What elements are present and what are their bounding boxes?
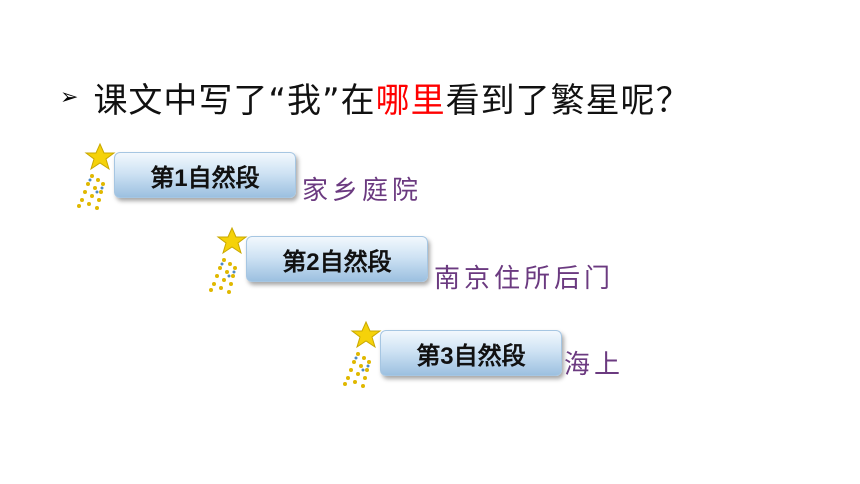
star-wand-icon <box>343 320 382 388</box>
paragraph-row-1: 第1自然段 家乡庭院 <box>76 142 436 210</box>
star-wand-icon <box>209 226 248 294</box>
paragraph-label-3: 第3自然段 <box>380 330 562 376</box>
paragraph-row-2: 第2自然段 南京住所后门 <box>208 226 648 294</box>
star-wand-icon <box>77 142 116 210</box>
arrow-bullet-icon: ➢ <box>60 84 80 110</box>
paragraph-label-1: 第1自然段 <box>114 152 296 198</box>
question-text-suffix: 看到了繁星呢？ <box>445 80 691 121</box>
question-highlight: 哪里 <box>375 80 446 121</box>
paragraph-answer-3: 海上 <box>564 350 625 380</box>
paragraph-label-2: 第2自然段 <box>246 236 428 282</box>
paragraph-answer-2: 南京住所后门 <box>434 264 615 294</box>
paragraph-row-3: 第3自然段 海上 <box>342 320 682 388</box>
question-text-prefix: 课文中写了“我”在 <box>93 80 376 121</box>
question-line: ➢ 课文中写了“我”在哪里看到了繁星呢？ <box>60 72 691 122</box>
paragraph-answer-1: 家乡庭院 <box>302 176 423 206</box>
